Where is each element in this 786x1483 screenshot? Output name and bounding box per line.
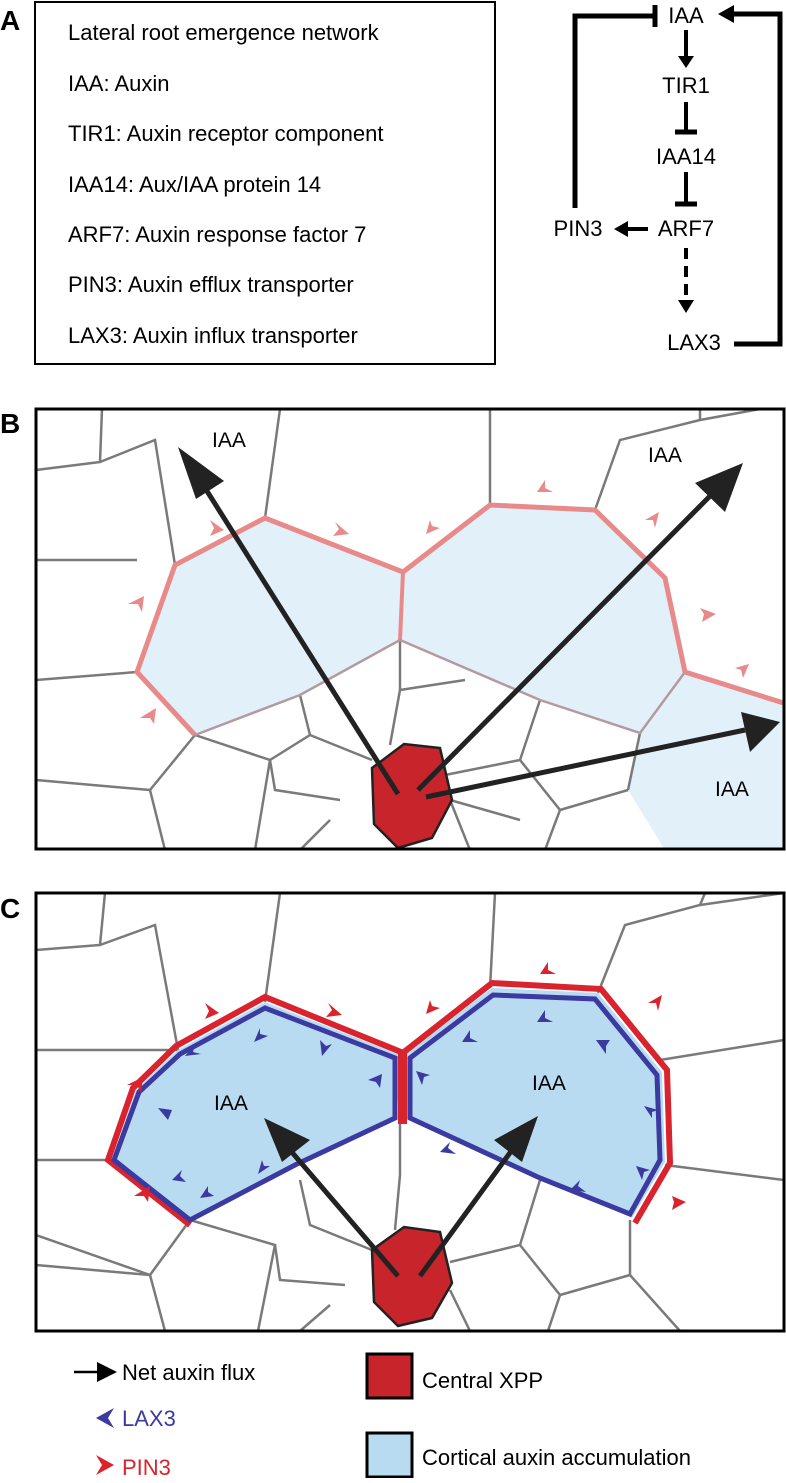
- pin3-membrane-b-divider: [398, 571, 405, 641]
- edge-pin3-iaa: [572, 13, 655, 208]
- definition-iaa: IAA: Auxin: [68, 71, 170, 96]
- node-iaa: IAA: [668, 3, 704, 28]
- legend-cortical-swatch: [365, 1431, 414, 1479]
- legend-pin3: PIN3: [122, 1455, 171, 1478]
- definition-iaa14: IAA14: Aux/IAA protein 14: [68, 172, 321, 197]
- definition-title: Lateral root emergence network: [68, 20, 380, 45]
- flux-arrow-b-left-head: [178, 447, 224, 499]
- flux-arrow-b-right-head: [741, 712, 780, 752]
- cell-walls-b: [36, 409, 761, 849]
- flux-arrow-c-left: [288, 1148, 400, 1278]
- legend-central-xpp: Central XPP: [422, 1368, 543, 1393]
- legend-lax3-marker-icon: [96, 1408, 114, 1428]
- panel-b-letter: B: [0, 408, 20, 439]
- flux-label-b-3: IAA: [715, 778, 749, 801]
- panel-c-frame: [34, 891, 786, 1333]
- panel-c-letter: C: [0, 893, 20, 924]
- node-iaa14: IAA14: [656, 144, 716, 169]
- legend-central-xpp-swatch: [365, 1352, 414, 1400]
- edge-lax3-iaa-head: [718, 5, 734, 23]
- flux-label-b-2: IAA: [648, 444, 682, 467]
- panel-a: A Lateral root emergence network IAA: Au…: [0, 1, 783, 365]
- definition-lax3: LAX3: Auxin influx transporter: [68, 323, 358, 348]
- accumulation-region-left: [137, 518, 403, 735]
- central-xpp-c: [370, 1225, 454, 1328]
- flux-arrow-b-up-right-head: [695, 463, 743, 512]
- node-pin3: PIN3: [554, 216, 603, 241]
- flux-label-b-1: IAA: [212, 429, 246, 452]
- node-tir1: TIR1: [662, 73, 710, 98]
- network-edges: LAX3 (dashed) -->: [572, 5, 783, 347]
- lax3-markers-c: [158, 1010, 658, 1198]
- edge-iaa-tir1-head: [678, 56, 694, 68]
- definition-arf7: ARF7: Auxin response factor 7: [68, 222, 366, 247]
- legend-cortical: Cortical auxin accumulation: [422, 1445, 691, 1470]
- flux-arrow-c-right-head: [494, 1116, 538, 1162]
- pin3-markers-c: [127, 962, 686, 1210]
- flux-arrow-c-left-head: [264, 1118, 310, 1162]
- flux-arrow-b-up-right: [416, 488, 718, 792]
- panel-c: C: [0, 891, 786, 1333]
- flux-arrow-c-right: [417, 1148, 515, 1278]
- flux-arrows-b: [178, 447, 780, 800]
- panel-b-frame: [34, 407, 786, 851]
- pin3-membrane-b: [134, 502, 784, 737]
- flux-label-c-1: IAA: [214, 1092, 248, 1115]
- flux-arrow-b-left: [197, 478, 401, 796]
- lax3-membrane-c-left: [111, 1005, 398, 1223]
- definition-pin3: PIN3: Auxin efflux transporter: [68, 272, 354, 297]
- definitions-box: [34, 1, 496, 365]
- node-arf7: ARF7: [658, 216, 714, 241]
- accumulation-cell-left: [112, 1002, 400, 1220]
- legend-lax3: LAX3: [122, 1406, 176, 1431]
- flux-arrows-c: [264, 1116, 538, 1278]
- pin3-membrane-c-right: [401, 979, 674, 1225]
- node-lax3: LAX3: [667, 330, 721, 355]
- definition-tir1: TIR1: Auxin receptor component: [68, 121, 384, 146]
- pin3-markers-b: [128, 480, 749, 724]
- accumulation-region-right: [400, 505, 685, 733]
- edge-arf7-pin3-head: [614, 221, 628, 237]
- accumulation-cell-right: [404, 988, 665, 1218]
- panel-b: B: [0, 407, 786, 851]
- panel-a-letter: A: [0, 5, 20, 36]
- legend: Net auxin flux LAX3 PIN3 Central XPP Cor…: [74, 1352, 691, 1480]
- flux-arrow-b-right: [425, 727, 746, 800]
- flux-label-c-2: IAA: [532, 1072, 566, 1095]
- legend-pin3-marker-icon: [96, 1455, 114, 1475]
- legend-net-flux: Net auxin flux: [122, 1360, 255, 1385]
- edge-lax3-iaa: [730, 11, 783, 347]
- cell-wall-b-lower: [194, 638, 687, 737]
- central-xpp-b: [370, 742, 454, 849]
- edge-arf7-lax3-head: [678, 300, 694, 313]
